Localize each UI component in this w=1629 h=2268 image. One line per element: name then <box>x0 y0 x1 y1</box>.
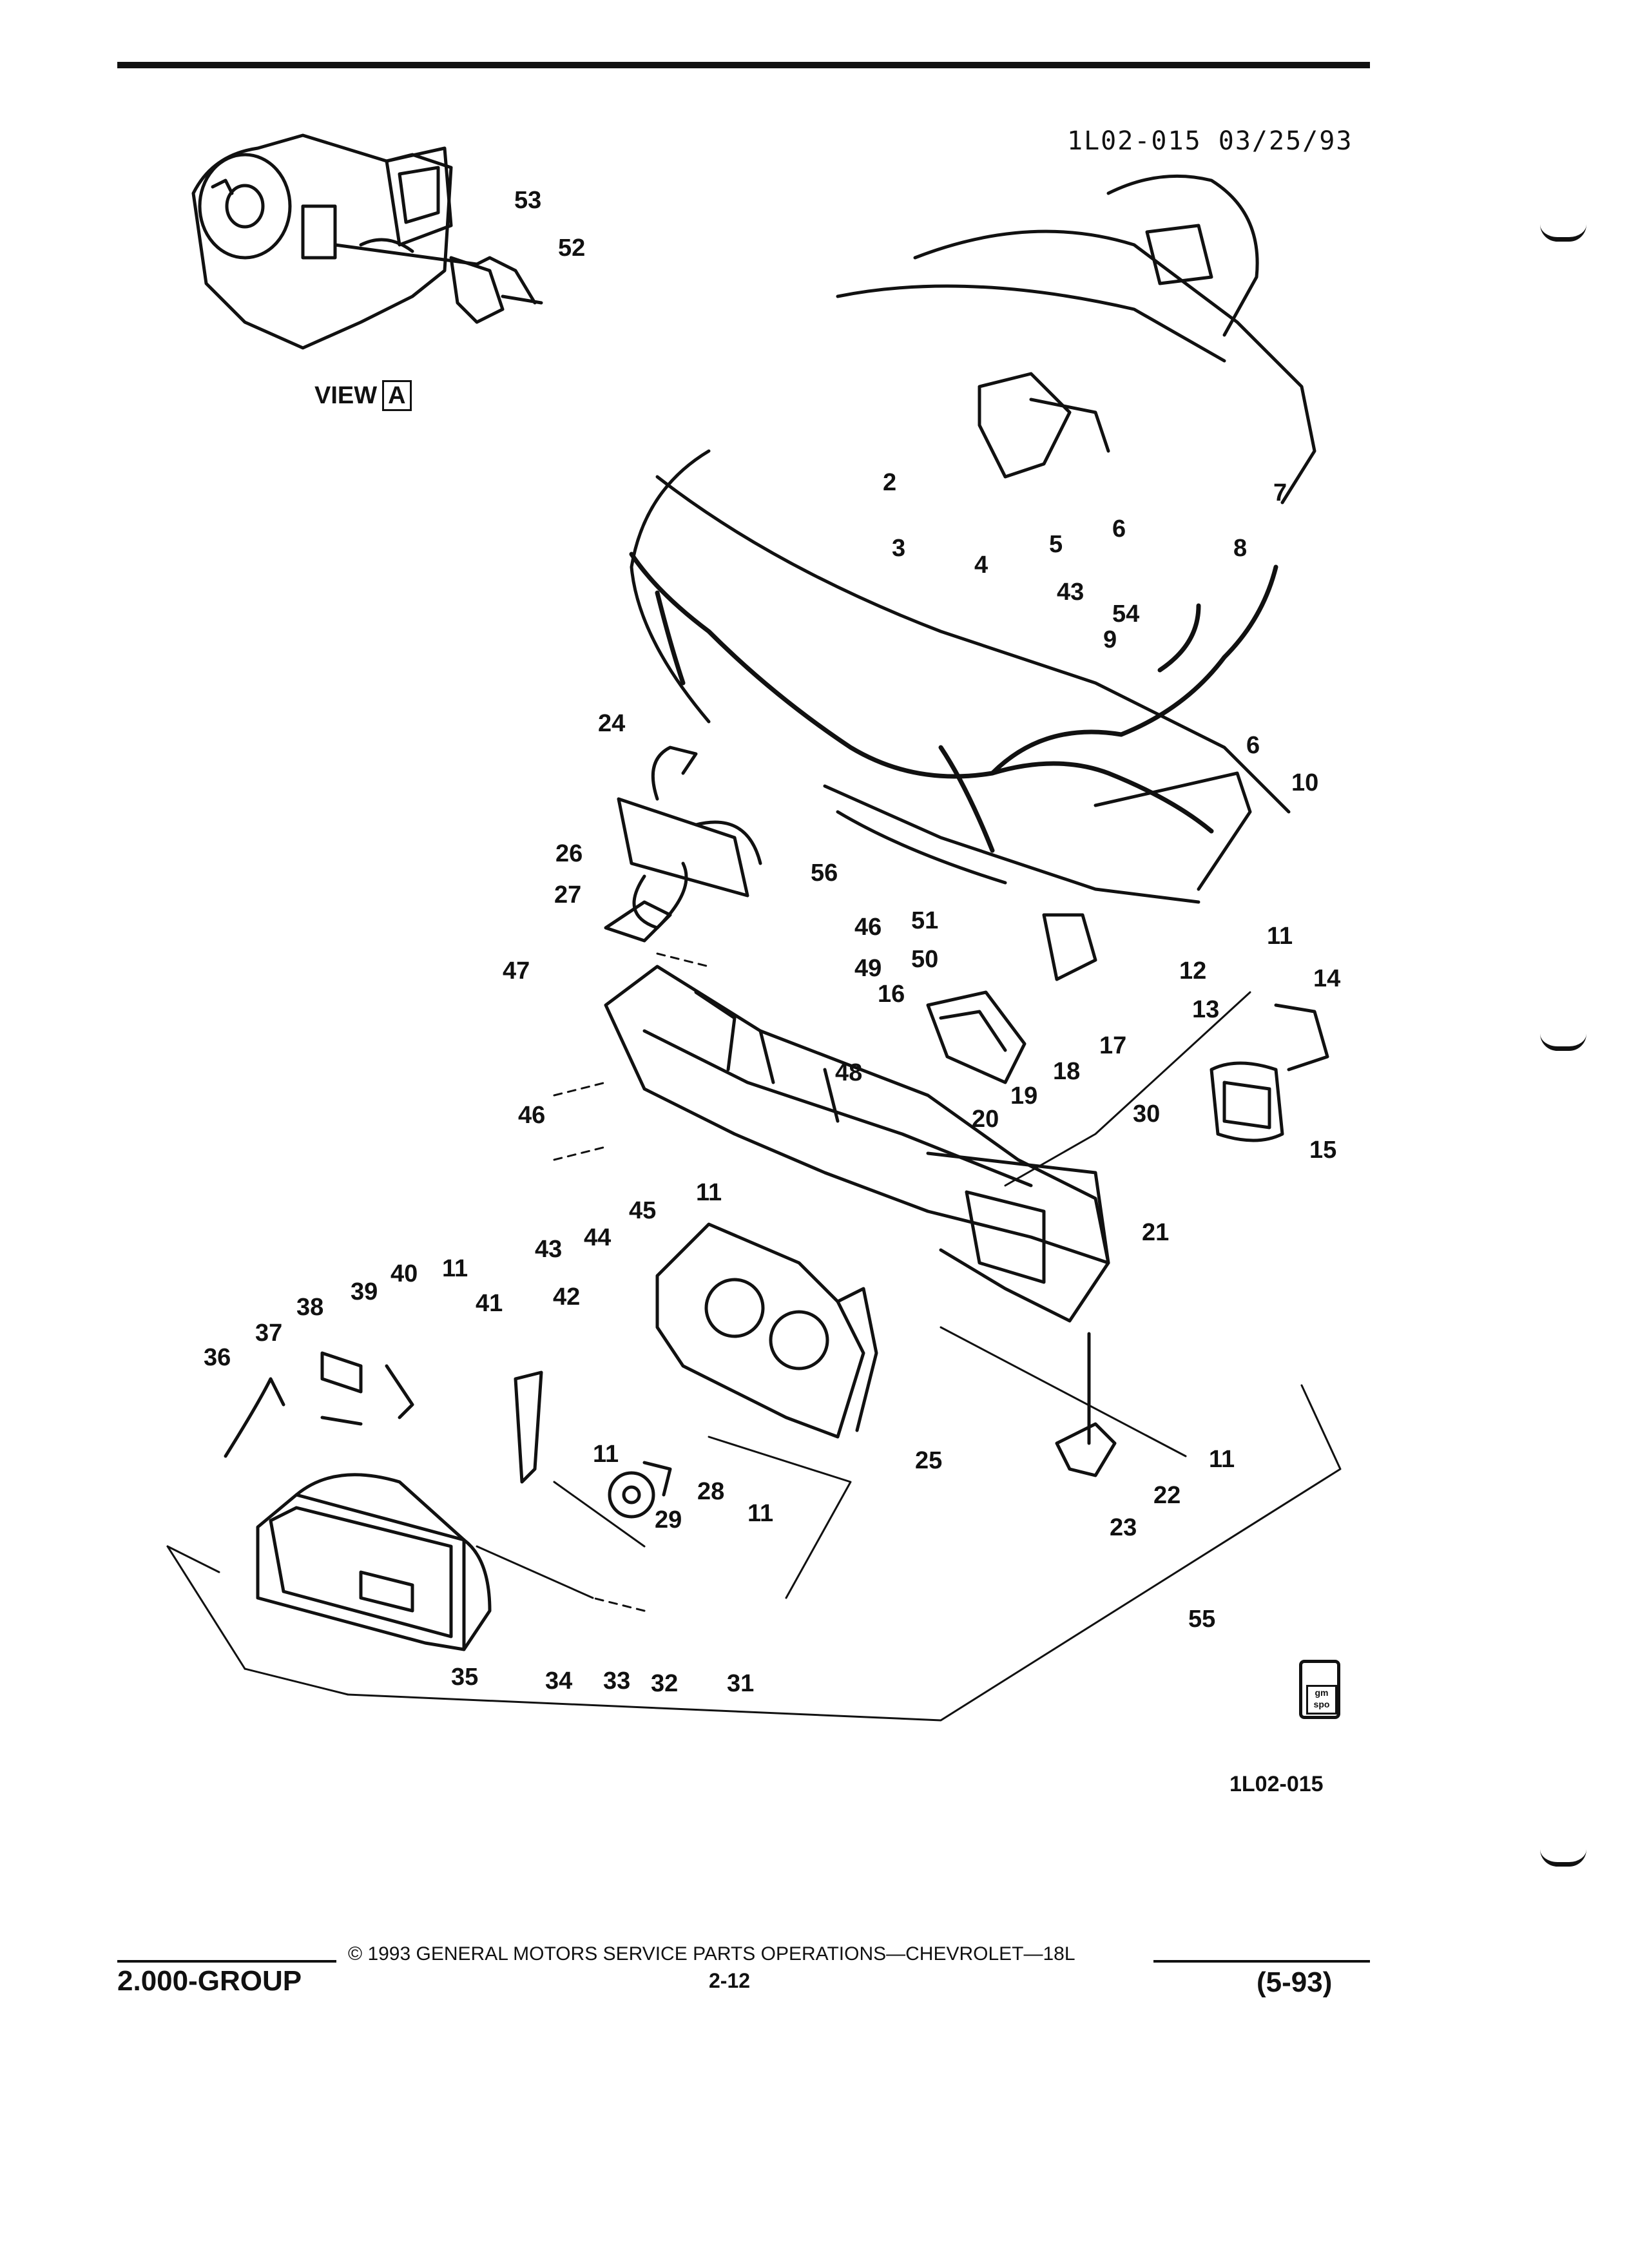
callout-19: 19 <box>1010 1082 1038 1110</box>
callout-10: 10 <box>1291 769 1319 796</box>
headlamp-housing-25 <box>655 1222 878 1439</box>
callout-7: 7 <box>1273 479 1287 506</box>
callout-33: 33 <box>603 1667 631 1695</box>
callout-18: 18 <box>1053 1058 1081 1085</box>
callout-11: 11 <box>442 1255 468 1282</box>
callout-32: 32 <box>651 1670 679 1697</box>
callout-46: 46 <box>518 1102 546 1129</box>
footer-group: 2.000-GROUP <box>117 1965 302 1997</box>
footer-page-number: 2-12 <box>709 1969 751 1992</box>
headlamp-assembly-35 <box>256 1473 492 1651</box>
callout-37: 37 <box>255 1320 283 1347</box>
callout-34: 34 <box>545 1667 573 1695</box>
top-rule <box>117 62 1370 68</box>
callout-11: 11 <box>1267 923 1293 950</box>
front-cross-member-21 <box>604 965 1110 1323</box>
callout-51: 51 <box>911 907 939 934</box>
callout-42: 42 <box>553 1283 581 1311</box>
callout-56: 56 <box>811 860 838 887</box>
callout-13: 13 <box>1192 996 1220 1023</box>
binder-hole-mark <box>1540 1849 1586 1867</box>
callout-24: 24 <box>598 710 626 737</box>
footer-rule-right <box>1153 1960 1370 1963</box>
callout-20: 20 <box>972 1106 999 1133</box>
callout-44: 44 <box>584 1224 612 1251</box>
callout-35: 35 <box>451 1664 479 1691</box>
callout-8: 8 <box>1233 535 1248 562</box>
fog-lamp-15 <box>1210 1003 1329 1142</box>
callout-38: 38 <box>296 1294 324 1321</box>
callout-48: 48 <box>835 1059 863 1086</box>
binder-hole-mark <box>1540 224 1586 242</box>
gm-spo-logo-text: gm spo <box>1306 1685 1337 1715</box>
callout-53: 53 <box>514 187 542 214</box>
callout-50: 50 <box>911 946 939 973</box>
callout-39: 39 <box>351 1278 378 1305</box>
view-a-steering-column <box>191 133 543 350</box>
callout-47: 47 <box>503 957 530 985</box>
callout-49: 49 <box>854 955 882 982</box>
callout-28: 28 <box>697 1478 725 1505</box>
footer-rule-left <box>117 1960 336 1963</box>
callout-22: 22 <box>1153 1482 1181 1509</box>
view-letter-box: A <box>382 380 412 411</box>
footer-copyright: © 1993 GENERAL MOTORS SERVICE PARTS OPER… <box>348 1943 1075 1965</box>
callout-14: 14 <box>1313 965 1341 992</box>
leader-lines <box>166 952 1342 1722</box>
callout-23: 23 <box>1110 1514 1137 1541</box>
figure-code: 1L02-015 <box>1229 1772 1324 1796</box>
callout-46: 46 <box>854 914 882 941</box>
callout-40: 40 <box>390 1260 418 1287</box>
binder-hole-mark <box>1540 1033 1586 1051</box>
callout-6: 6 <box>1246 732 1260 759</box>
aim-adjuster-22 <box>1055 1332 1117 1477</box>
callout-41: 41 <box>476 1290 503 1317</box>
callout-52: 52 <box>558 235 586 262</box>
view-label-prefix: VIEW <box>314 382 378 409</box>
callout-3: 3 <box>892 535 906 562</box>
callout-17: 17 <box>1099 1032 1127 1059</box>
callout-25: 25 <box>915 1447 943 1474</box>
callout-11: 11 <box>593 1441 619 1468</box>
callout-4: 4 <box>974 552 988 579</box>
callout-26: 26 <box>555 840 583 867</box>
vehicle-body-outline <box>630 174 1316 904</box>
callout-30: 30 <box>1133 1100 1161 1128</box>
callout-27: 27 <box>554 881 582 908</box>
callout-5: 5 <box>1049 531 1063 558</box>
callout-36: 36 <box>204 1344 231 1371</box>
callout-11: 11 <box>696 1179 722 1206</box>
callout-16: 16 <box>878 981 905 1008</box>
mounting-bracket-group <box>224 1351 672 1519</box>
callout-11: 11 <box>747 1500 774 1527</box>
callout-11: 11 <box>1209 1446 1235 1473</box>
callout-6: 6 <box>1112 515 1126 543</box>
callout-29: 29 <box>655 1506 682 1533</box>
callout-43: 43 <box>1057 579 1084 606</box>
callout-43: 43 <box>535 1236 563 1263</box>
callout-55: 55 <box>1188 1606 1216 1633</box>
gm-spo-logo: gm spo <box>1299 1660 1340 1719</box>
callout-54: 54 <box>1112 601 1140 628</box>
wiring-harness <box>629 552 1278 853</box>
side-marker-lamp-26 <box>604 745 762 943</box>
callout-2: 2 <box>883 469 897 496</box>
callout-45: 45 <box>629 1197 657 1224</box>
callout-9: 9 <box>1103 626 1117 653</box>
callout-21: 21 <box>1142 1219 1170 1246</box>
park-lamp-19 <box>926 913 1097 1084</box>
callout-31: 31 <box>727 1670 755 1697</box>
footer-revision-date: (5-93) <box>1257 1966 1333 1998</box>
drawing-reference: 1L02-015 03/25/93 <box>1067 126 1353 156</box>
callout-12: 12 <box>1179 957 1207 985</box>
callout-15: 15 <box>1309 1137 1337 1164</box>
